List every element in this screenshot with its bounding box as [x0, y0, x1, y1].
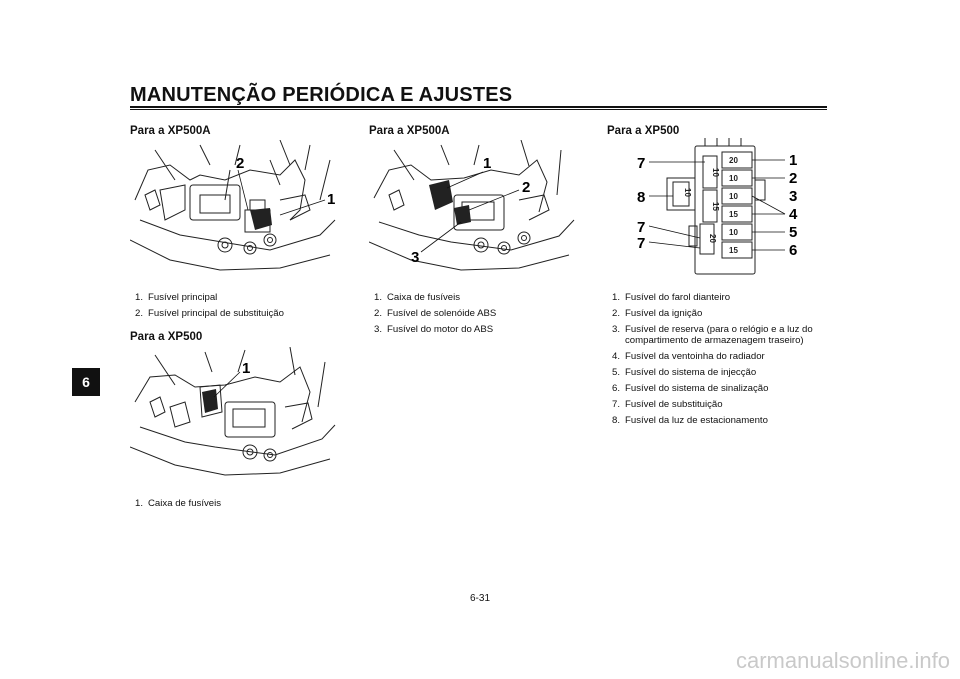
list-item: 1.Fusível principal: [135, 292, 218, 303]
watermark: carmanualsonline.info: [735, 648, 950, 673]
callout-7-top: 7: [637, 155, 645, 172]
callout-6: 6: [789, 242, 797, 259]
list-item: 2.Fusível de solenóide ABS: [374, 308, 497, 319]
callout-1: 1: [327, 191, 335, 208]
list-item: 6.Fusível do sistema de sinalização: [612, 383, 769, 394]
list-item: 3.Fusível de reserva (para o relógio e a…: [612, 324, 813, 346]
main-fuse-legend: 1.Fusível principal 2.Fusível principal …: [130, 290, 350, 322]
fuse-rating-6: 15: [729, 246, 738, 255]
fuse-layout-legend: 1.Fusível do farol dianteiro 2.Fusível d…: [607, 290, 822, 429]
list-item: 8.Fusível da luz de estacionamento: [612, 415, 768, 426]
fuse-rating-3: 10: [729, 192, 738, 201]
callout-1: 1: [789, 152, 797, 169]
fuse-box-legend: 1.Caixa de fusíveis: [130, 496, 350, 512]
list-item: 1.Caixa de fusíveis: [135, 498, 222, 509]
list-item: 2.Fusível principal de substituição: [135, 308, 284, 319]
callout-5: 5: [789, 224, 797, 241]
section-heading-xp500-fuse-box: Para a XP500: [130, 331, 203, 343]
title-rule-thin: [130, 109, 827, 110]
fuse-rating-5: 10: [729, 228, 738, 237]
fuse-rating-2: 10: [729, 174, 738, 183]
callout-2: 2: [789, 170, 797, 187]
fuse-rating-spare-2: 15: [711, 202, 720, 211]
list-item: 2.Fusível da ignição: [612, 308, 703, 319]
callout-1: 1: [483, 155, 491, 172]
title-rule: [130, 106, 827, 108]
section-heading-xp500a-fuse-box: Para a XP500A: [369, 125, 450, 137]
abs-fuse-legend: 1.Caixa de fusíveis 2.Fusível de solenói…: [369, 290, 589, 338]
page-title: MANUTENÇÃO PERIÓDICA E AJUSTES: [130, 84, 513, 106]
main-fuse-illustration: 2 1: [130, 140, 336, 271]
list-item: 3.Fusível do motor do ABS: [374, 324, 494, 335]
callout-3: 3: [789, 188, 797, 205]
fuse-layout-diagram: 20 10 10 15 10 15 10 15 20 10 1 2 3 4 5 …: [637, 138, 798, 275]
callout-3: 3: [411, 249, 419, 266]
fuse-rating-spare-3: 20: [708, 234, 717, 243]
fuse-rating-4: 15: [729, 210, 738, 219]
fuse-rating-parking: 10: [683, 188, 692, 197]
callout-1: 1: [242, 360, 250, 377]
callout-2: 2: [522, 179, 530, 196]
callout-7-bottom: 7: [637, 235, 645, 252]
callout-8: 8: [637, 189, 645, 206]
callout-4: 4: [789, 206, 798, 223]
section-heading-xp500-fuse-layout: Para a XP500: [607, 125, 680, 137]
list-item: 1.Caixa de fusíveis: [374, 292, 461, 303]
chapter-tab: 6: [72, 368, 100, 396]
section-heading-xp500a-main-fuse: Para a XP500A: [130, 125, 211, 137]
fuse-rating-1: 20: [729, 156, 738, 165]
callout-7-middle: 7: [637, 219, 645, 236]
callout-2: 2: [236, 155, 244, 172]
fuse-box-illustration: 1: [130, 347, 336, 476]
abs-fuse-box-illustration: 1 2 3: [369, 140, 575, 271]
page-number: 6-31: [469, 593, 490, 604]
list-item: 5.Fusível do sistema de injecção: [612, 367, 757, 378]
list-item: 1.Fusível do farol dianteiro: [612, 292, 731, 303]
list-item: 7.Fusível de substituição: [612, 399, 723, 410]
list-item: 4.Fusível da ventoinha do radiador: [612, 351, 765, 362]
fuse-rating-spare-1: 10: [711, 168, 720, 177]
